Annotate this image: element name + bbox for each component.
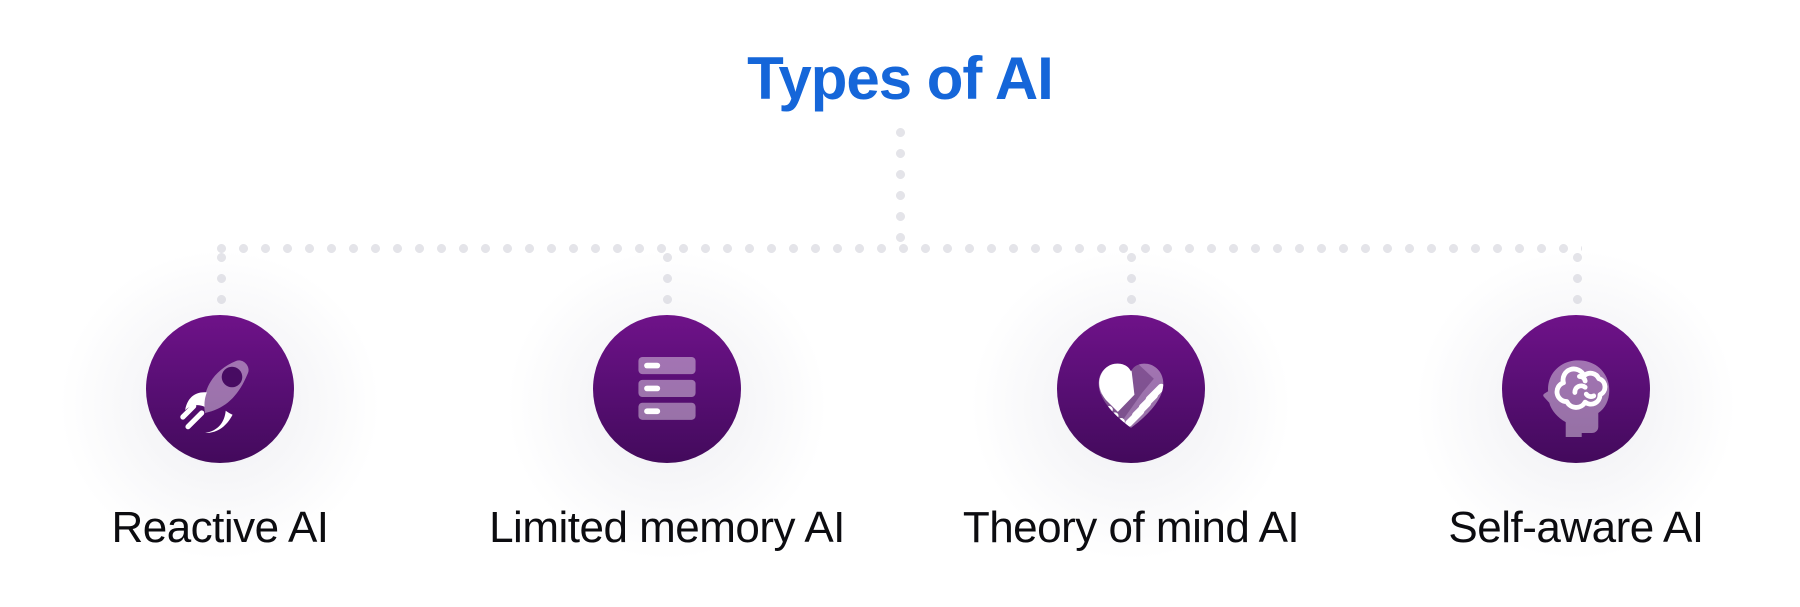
connector-branch-2 xyxy=(662,253,672,315)
node-label-self-aware-ai: Self-aware AI xyxy=(1448,503,1704,552)
node-badge-self-aware-ai xyxy=(1502,315,1650,463)
node-badge-limited-memory-ai xyxy=(593,315,741,463)
diagram-title: Types of AI xyxy=(747,45,1054,112)
head-brain-icon xyxy=(1543,360,1610,437)
connector-branch-4 xyxy=(1572,253,1582,315)
node-label-reactive-ai: Reactive AI xyxy=(111,503,329,552)
connector-horizontal-rail xyxy=(216,244,1582,253)
connector-title-stem xyxy=(895,128,905,248)
node-label-theory-of-mind-ai: Theory of mind AI xyxy=(962,503,1300,552)
rocket-icon xyxy=(180,360,249,433)
node-badge-reactive-ai xyxy=(146,315,294,463)
node-badge-theory-of-mind-ai xyxy=(1057,315,1205,463)
server-icon xyxy=(638,357,696,420)
handshake-heart-icon xyxy=(1098,363,1164,428)
connector-branch-3 xyxy=(1126,253,1136,315)
connector-branch-1 xyxy=(216,253,226,315)
node-label-limited-memory-ai: Limited memory AI xyxy=(489,503,845,552)
